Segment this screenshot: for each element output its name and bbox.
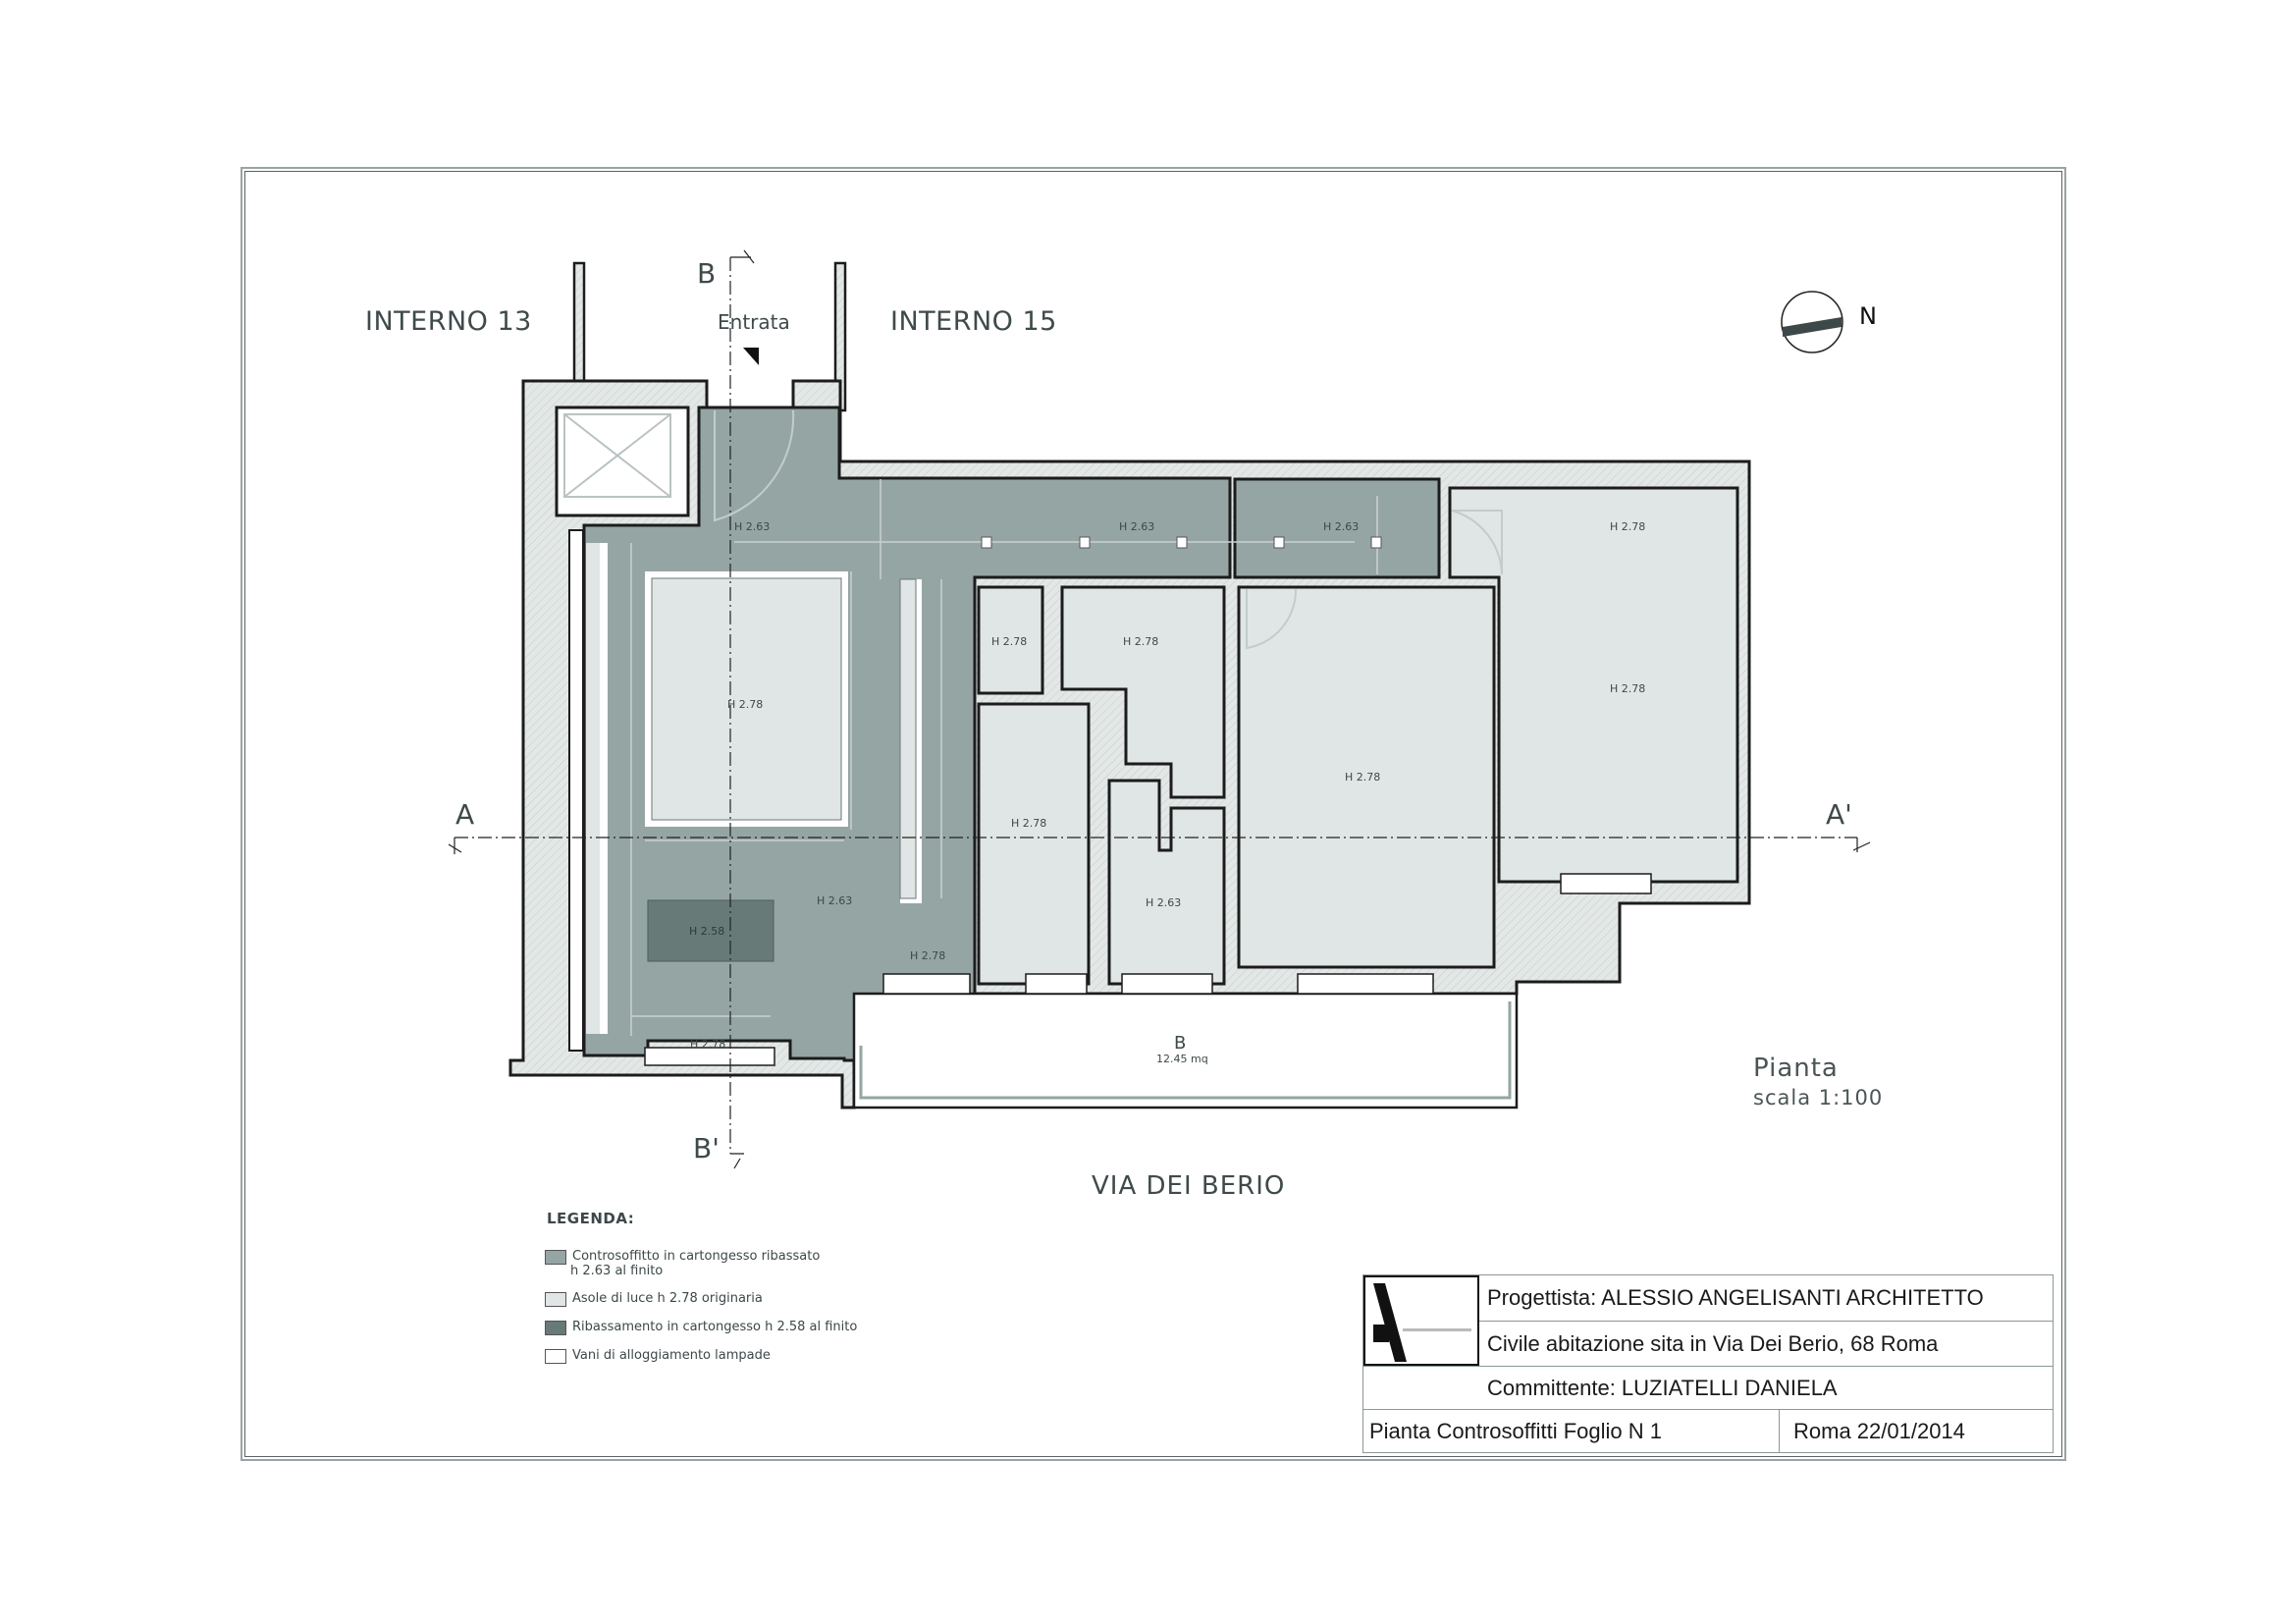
legend-swatch-lowered <box>545 1321 566 1335</box>
title-project: Civile abitazione sita in Via Dei Berio,… <box>1479 1321 2053 1366</box>
title-client: Committente: LUZIATELLI DANIELA <box>1363 1366 2053 1409</box>
legend-item: Asole di luce h 2.78 originaria <box>545 1291 763 1307</box>
asola-left <box>586 543 600 1034</box>
room-height-label: H 2.78 <box>727 698 764 711</box>
entrance-label: Entrata <box>718 310 790 334</box>
legend-swatch-original <box>545 1292 566 1307</box>
lamp-housings <box>981 536 1382 549</box>
rooms-original <box>977 486 1739 986</box>
designer-text: Progettista: ALESSIO ANGELISANTI ARCHITE… <box>1487 1285 1984 1310</box>
date-text: Roma 22/01/2014 <box>1793 1418 1965 1443</box>
room-height-label: H 2.63 <box>817 894 853 907</box>
door-swings <box>714 409 1503 650</box>
legend-item: Controsoffitto in cartongesso ribassato … <box>545 1249 820 1278</box>
legend-title: LEGENDA: <box>547 1210 635 1227</box>
legend-label-wrap: Controsoffitto in cartongesso ribassato … <box>570 1249 821 1278</box>
legend-label: Asole di luce h 2.78 originaria <box>572 1291 763 1306</box>
balcony <box>852 992 1519 1109</box>
title-sheet: Pianta Controsoffitti Foglio N 1 <box>1363 1409 1780 1452</box>
sheet-text: Pianta Controsoffitti Foglio N 1 <box>1369 1418 1662 1443</box>
section-lines <box>454 257 1857 1154</box>
north-arrow-icon <box>1781 291 1843 353</box>
street-label: VIA DEI BERIO <box>1092 1171 1286 1201</box>
north-label: N <box>1859 302 1877 330</box>
dimension-lines <box>630 479 1378 1036</box>
room-height-label: H 2.78 <box>991 635 1028 648</box>
room-height-label: H 2.63 <box>1119 520 1155 533</box>
title-designer: Progettista: ALESSIO ANGELISANTI ARCHITE… <box>1479 1275 2053 1321</box>
project-text: Civile abitazione sita in Via Dei Berio,… <box>1487 1330 1939 1356</box>
legend-swatch-false-ceiling <box>545 1250 566 1265</box>
legend-item: Vani di alloggiamento lampade <box>545 1348 771 1364</box>
room-height-label: H 2.78 <box>910 949 946 962</box>
neighbor-label-left: INTERNO 13 <box>365 306 532 337</box>
room-height-label: H 2.58 <box>689 925 725 938</box>
client-text: Committente: LUZIATELLI DANIELA <box>1487 1375 1838 1400</box>
architect-logo <box>1363 1275 1479 1366</box>
entrance-arrow-icon <box>743 348 759 365</box>
balcony-name: B <box>1174 1033 1187 1054</box>
scale-value: scala 1:100 <box>1753 1086 1884 1109</box>
title-block: Progettista: ALESSIO ANGELISANTI ARCHITE… <box>1362 1274 2054 1453</box>
shaft <box>555 406 690 517</box>
light-slot-left <box>568 529 584 1052</box>
room-height-label: H 2.78 <box>690 1038 726 1051</box>
room-height-label: H 2.78 <box>1011 817 1047 830</box>
legend-label-2: h 2.63 al finito <box>570 1264 664 1278</box>
legend-swatch-lamp <box>545 1349 566 1364</box>
sheet-border-inner <box>244 171 2062 1457</box>
title-date: Roma 22/01/2014 <box>1780 1409 2053 1452</box>
neighbor-label-right: INTERNO 15 <box>890 306 1057 337</box>
room-height-label: H 2.78 <box>1123 635 1159 648</box>
section-b-label: B <box>697 257 717 290</box>
legend-item: Ribassamento in cartongesso h 2.58 al fi… <box>545 1320 857 1335</box>
section-b-prime-label: B' <box>693 1132 720 1164</box>
windows <box>644 873 1652 1066</box>
balcony-area: 12.45 mq <box>1156 1053 1208 1065</box>
section-markers <box>448 249 1871 1169</box>
sheet-border-outer <box>240 167 2066 1461</box>
lowered-ceiling <box>647 899 774 962</box>
room-height-label: H 2.63 <box>1146 896 1182 909</box>
room-height-label: H 2.78 <box>1345 771 1381 784</box>
room-height-label: H 2.78 <box>1610 520 1646 533</box>
room-height-label: H 2.63 <box>1323 520 1360 533</box>
section-a-prime-label: A' <box>1826 798 1852 831</box>
room-height-label: H 2.78 <box>1610 682 1646 695</box>
section-a-label: A <box>455 798 475 831</box>
legend-label: Vani di alloggiamento lampade <box>572 1348 771 1363</box>
room-height-label: H 2.63 <box>734 520 771 533</box>
legend-label: Ribassamento in cartongesso h 2.58 al fi… <box>572 1320 858 1334</box>
legend-label: Controsoffitto in cartongesso ribassato <box>572 1249 821 1264</box>
scale-title: Pianta <box>1753 1054 1839 1083</box>
